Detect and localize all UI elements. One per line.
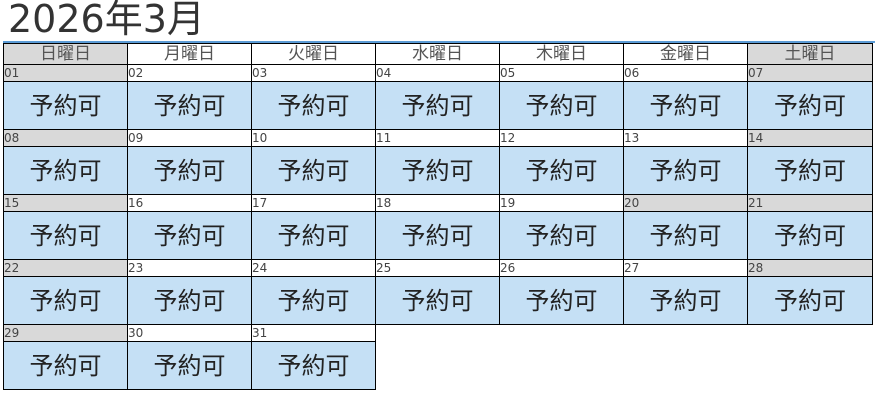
weekday-header-row: 日曜日 月曜日 火曜日 水曜日 木曜日 金曜日 土曜日	[3, 43, 873, 65]
booking-slot-row: 予約可予約可予約可予約可予約可予約可予約可	[3, 211, 873, 260]
date-number: 17	[251, 194, 376, 212]
date-number: 16	[127, 194, 252, 212]
booking-slot-available[interactable]: 予約可	[127, 341, 252, 390]
date-number: 09	[127, 129, 252, 147]
booking-slot-available[interactable]: 予約可	[3, 276, 128, 325]
booking-slot-available[interactable]: 予約可	[251, 146, 376, 195]
empty-cell	[624, 325, 748, 342]
calendar-title: 2026年3月	[8, 0, 205, 41]
booking-slot-available[interactable]: 予約可	[623, 211, 748, 260]
date-number: 28	[747, 259, 873, 277]
date-number: 10	[251, 129, 376, 147]
booking-slot-available[interactable]: 予約可	[3, 211, 128, 260]
booking-slot-available[interactable]: 予約可	[127, 211, 252, 260]
weekday-monday: 月曜日	[127, 43, 252, 65]
date-number: 27	[623, 259, 748, 277]
date-number: 08	[3, 129, 128, 147]
weekday-sunday: 日曜日	[3, 43, 128, 65]
weekday-wednesday: 水曜日	[375, 43, 500, 65]
booking-slot-available[interactable]: 予約可	[375, 211, 500, 260]
booking-slot-row: 予約可予約可予約可予約可予約可予約可予約可	[3, 146, 873, 195]
booking-slot-available[interactable]: 予約可	[127, 81, 252, 130]
weekday-friday: 金曜日	[623, 43, 748, 65]
date-number: 02	[127, 64, 252, 82]
date-number: 31	[251, 324, 376, 342]
date-number: 13	[623, 129, 748, 147]
empty-cell	[500, 342, 624, 390]
booking-slot-available[interactable]: 予約可	[747, 276, 873, 325]
empty-cell	[376, 325, 500, 342]
booking-slot-available[interactable]: 予約可	[3, 81, 128, 130]
date-number: 18	[375, 194, 500, 212]
booking-slot-available[interactable]: 予約可	[499, 211, 624, 260]
date-number: 21	[747, 194, 873, 212]
date-number: 11	[375, 129, 500, 147]
empty-cell	[624, 342, 748, 390]
date-number: 14	[747, 129, 873, 147]
date-number: 26	[499, 259, 624, 277]
empty-cell	[748, 325, 873, 342]
booking-slot-available[interactable]: 予約可	[251, 341, 376, 390]
booking-slot-available[interactable]: 予約可	[499, 81, 624, 130]
booking-slot-available[interactable]: 予約可	[3, 341, 128, 390]
booking-slot-available[interactable]: 予約可	[251, 211, 376, 260]
date-number: 04	[375, 64, 500, 82]
booking-slot-available[interactable]: 予約可	[747, 146, 873, 195]
date-number: 05	[499, 64, 624, 82]
date-number: 29	[3, 324, 128, 342]
booking-slot-available[interactable]: 予約可	[747, 211, 873, 260]
booking-slot-available[interactable]: 予約可	[623, 276, 748, 325]
booking-slot-available[interactable]: 予約可	[499, 146, 624, 195]
date-number: 07	[747, 64, 873, 82]
booking-slot-available[interactable]: 予約可	[127, 146, 252, 195]
booking-slot-row: 予約可予約可予約可予約可予約可予約可予約可	[3, 276, 873, 325]
booking-slot-available[interactable]: 予約可	[747, 81, 873, 130]
empty-cell	[748, 342, 873, 390]
booking-slot-available[interactable]: 予約可	[623, 146, 748, 195]
date-number: 23	[127, 259, 252, 277]
date-number: 19	[499, 194, 624, 212]
date-number: 24	[251, 259, 376, 277]
weekday-tuesday: 火曜日	[251, 43, 376, 65]
empty-cell	[500, 325, 624, 342]
date-number: 30	[127, 324, 252, 342]
weekday-saturday: 土曜日	[747, 43, 873, 65]
booking-slot-available[interactable]: 予約可	[375, 276, 500, 325]
empty-cell	[376, 342, 500, 390]
booking-slot-available[interactable]: 予約可	[3, 146, 128, 195]
date-number: 22	[3, 259, 128, 277]
date-number: 15	[3, 194, 128, 212]
booking-slot-row: 予約可予約可予約可予約可予約可予約可予約可	[3, 81, 873, 130]
title-underline	[3, 41, 875, 43]
date-number: 25	[375, 259, 500, 277]
date-number: 06	[623, 64, 748, 82]
booking-slot-available[interactable]: 予約可	[499, 276, 624, 325]
booking-slot-available[interactable]: 予約可	[127, 276, 252, 325]
date-number: 01	[3, 64, 128, 82]
booking-slot-row: 予約可予約可予約可	[3, 341, 873, 390]
date-number: 03	[251, 64, 376, 82]
date-number: 20	[623, 194, 748, 212]
weekday-thursday: 木曜日	[499, 43, 624, 65]
date-number: 12	[499, 129, 624, 147]
booking-slot-available[interactable]: 予約可	[623, 81, 748, 130]
booking-slot-available[interactable]: 予約可	[251, 81, 376, 130]
booking-slot-available[interactable]: 予約可	[375, 81, 500, 130]
booking-slot-available[interactable]: 予約可	[375, 146, 500, 195]
booking-slot-available[interactable]: 予約可	[251, 276, 376, 325]
